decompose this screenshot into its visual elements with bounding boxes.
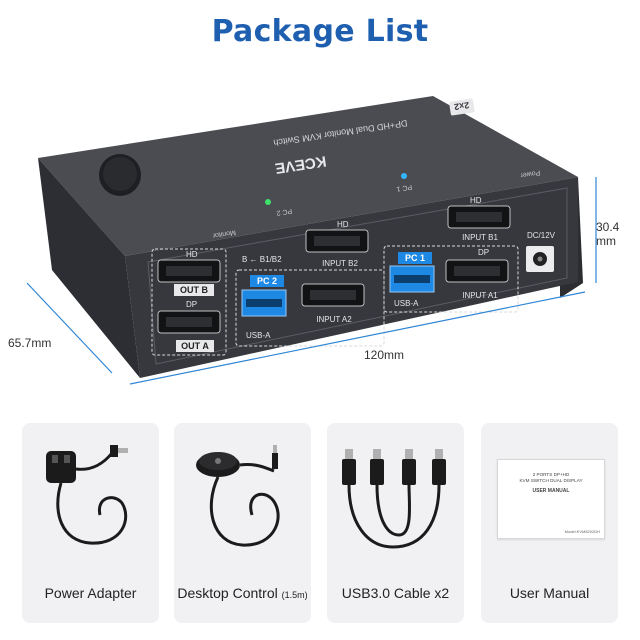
top-monitor-label: Monitor: [212, 228, 237, 238]
user-manual-icon: 2 PORTS DP+HD KVM SWITCH DUAL DISPLAY US…: [497, 459, 605, 539]
label-dp-out: DP: [186, 300, 197, 309]
item-label: User Manual: [509, 585, 590, 601]
device-top: [38, 96, 578, 256]
label-dc: DC/12V: [527, 231, 556, 240]
dim-height: 30.4 mm: [596, 220, 619, 248]
label-out-b: OUT B: [180, 285, 208, 295]
label-input-b1: INPUT B1: [462, 233, 498, 242]
led-pc2: [265, 199, 271, 205]
led-pc1: [401, 173, 407, 179]
label-hd-b1: HD: [470, 196, 482, 205]
badge-2x2: 2x2: [454, 100, 470, 112]
top-pc1-label: PC 1: [396, 183, 413, 192]
pc2-group: B ← B1/B2 PC 2 USB-A HD INPUT B2 INPUT A…: [235, 220, 385, 347]
label-out-a: OUT A: [181, 341, 209, 351]
top-power-label: Power: [519, 169, 540, 179]
label-pc2: PC 2: [257, 276, 277, 286]
desktop-control-icon: [196, 445, 280, 547]
device-left: [38, 158, 140, 378]
label-hd-out: HD: [186, 250, 198, 259]
usb-cable-icon: [342, 449, 446, 549]
item-desktop-control: Desktop Control (1.5m): [174, 423, 311, 623]
item-label: Power Adapter: [44, 585, 137, 601]
item-label-note: (1.5m): [281, 590, 308, 600]
manual-line2: KVM SWITCH DUAL DISPLAY: [519, 478, 583, 483]
dim-line-width: [129, 291, 586, 385]
dim-width: 120mm: [364, 348, 405, 362]
label-input-a2: INPUT A2: [316, 315, 352, 324]
manual-line3: USER MANUAL: [532, 488, 570, 494]
label-hd-b2: HD: [337, 220, 349, 229]
label-dp-a1: DP: [478, 248, 489, 257]
item-label-text: Desktop Control: [177, 585, 278, 601]
kvm-switch-image: DP+HD Dual Monitor KVM Switch KCEVE 2x2 …: [26, 96, 597, 385]
manual-line1: 2 PORTS DP+HD: [532, 472, 570, 477]
out-group: HD OUT B DP OUT A: [151, 248, 227, 356]
page-title: Package List: [211, 14, 429, 49]
pc1-group: PC 1 USB-A HD INPUT B1 DP INPUT A1: [383, 196, 519, 313]
dim-height-unit: mm: [596, 234, 616, 248]
dim-height-value: 30.4: [596, 220, 620, 234]
top-pc2-label: PC 2: [276, 207, 293, 216]
label-b-b1b2: B ← B1/B2: [242, 255, 282, 264]
item-power-adapter: Power Adapter: [22, 423, 159, 623]
power-adapter-icon: [46, 445, 128, 545]
label-input-b2: INPUT B2: [322, 259, 358, 268]
item-label: Desktop Control (1.5m): [174, 585, 311, 601]
item-label: USB3.0 Cable x2: [341, 585, 450, 601]
item-user-manual: 2 PORTS DP+HD KVM SWITCH DUAL DISPLAY US…: [481, 423, 618, 623]
label-input-a1: INPUT A1: [462, 291, 498, 300]
dim-line-depth: [26, 282, 113, 374]
label-pc1: PC 1: [405, 253, 425, 263]
label-usb-a-1: USB-A: [394, 299, 419, 308]
package-items: Power Adapter Desktop Control (1.5m): [22, 423, 618, 623]
item-usb-cable: USB3.0 Cable x2: [327, 423, 464, 623]
label-usb-a-2: USB-A: [246, 331, 271, 340]
manual-model: Model:KVM8202DH: [564, 529, 600, 534]
dim-depth: 65.7mm: [8, 336, 52, 350]
